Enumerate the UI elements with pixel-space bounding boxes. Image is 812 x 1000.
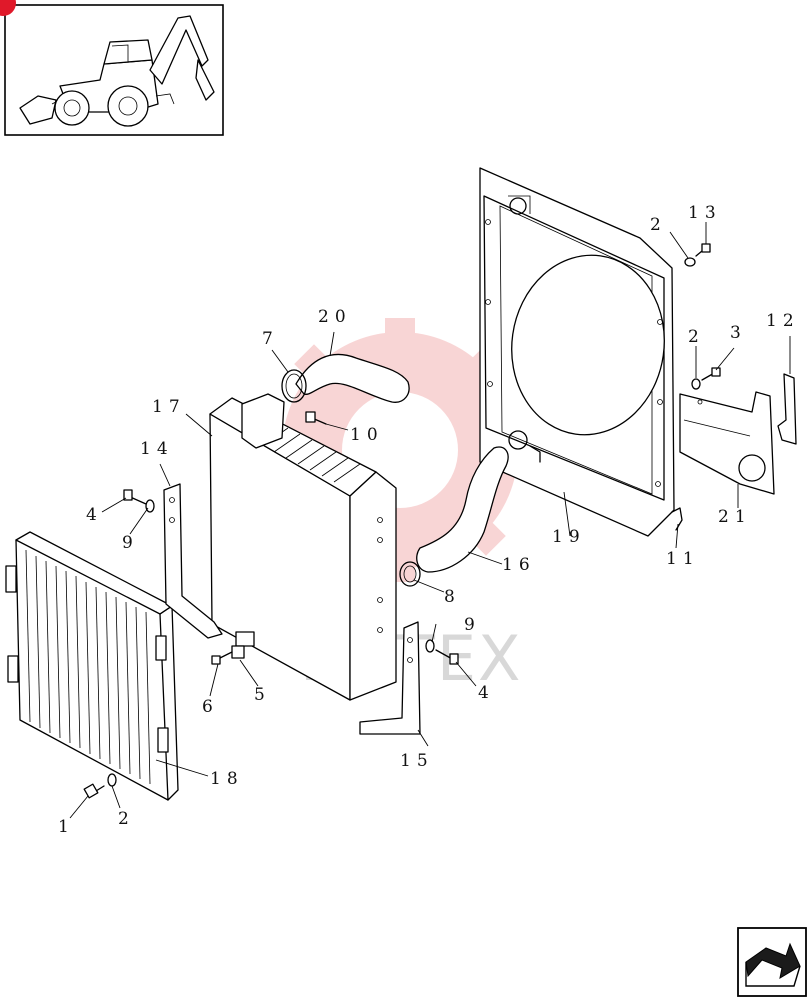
callout-6: 6 — [202, 697, 219, 717]
next-page-button[interactable] — [737, 927, 807, 997]
mounting-bracket-part-15[interactable] — [359, 621, 421, 735]
bolt-part-4-right[interactable] — [435, 649, 459, 665]
machine-thumbnail[interactable] — [0, 0, 224, 136]
bolt-part-13[interactable] — [695, 243, 711, 257]
washer-part-9-right[interactable] — [425, 639, 435, 653]
callout-4-left: 4 — [86, 505, 103, 525]
drain-valve-part-6[interactable] — [211, 651, 233, 665]
callout-15: 15 — [400, 751, 434, 771]
bracket-part-21[interactable] — [679, 391, 775, 495]
callout-2-lower: 2 — [118, 809, 135, 829]
bolt-part-1[interactable] — [83, 783, 105, 799]
callout-1: 1 — [58, 817, 75, 837]
drain-plug-part-5[interactable] — [231, 645, 245, 659]
callout-17: 17 — [152, 397, 186, 417]
callout-labels: 1 2 2 2 3 4 4 5 6 7 8 9 9 10 11 12 13 14… — [58, 203, 800, 837]
callout-5: 5 — [254, 685, 271, 705]
callout-7: 7 — [262, 329, 279, 349]
radiator-part-17[interactable] — [209, 393, 397, 701]
callout-3: 3 — [730, 323, 747, 343]
callout-4-right: 4 — [478, 683, 495, 703]
callout-13: 13 — [688, 203, 722, 223]
fan-shroud-part-19[interactable] — [479, 167, 676, 537]
upper-hose-part-20[interactable] — [295, 353, 410, 403]
callout-14: 14 — [140, 439, 174, 459]
next-page-arrow-icon — [745, 942, 801, 987]
callout-16: 16 — [502, 555, 536, 575]
callout-19: 19 — [552, 527, 586, 547]
callout-9-right: 9 — [464, 615, 481, 635]
bolt-part-10[interactable] — [305, 411, 327, 425]
callout-18: 18 — [210, 769, 244, 789]
callout-21: 21 — [718, 507, 752, 527]
mounting-bracket-part-14[interactable] — [163, 483, 223, 639]
callout-8: 8 — [444, 587, 461, 607]
callout-10: 10 — [350, 425, 384, 445]
callout-12: 12 — [766, 311, 800, 331]
callout-2-mid: 2 — [688, 327, 705, 347]
backhoe-loader-icon — [19, 15, 215, 127]
bracket-part-12[interactable] — [777, 373, 797, 445]
bolt-part-4-left[interactable] — [123, 489, 147, 505]
callout-2-top: 2 — [650, 215, 667, 235]
bracket-part-11[interactable] — [671, 507, 683, 531]
hose-clamp-part-7[interactable] — [281, 369, 307, 403]
callout-20: 20 — [318, 307, 352, 327]
callout-9-left: 9 — [122, 533, 139, 553]
thumbnail-badge — [0, 0, 16, 16]
washer-part-9-left[interactable] — [145, 499, 155, 513]
washer-part-2-mid[interactable] — [691, 378, 701, 390]
bolt-part-3[interactable] — [701, 367, 721, 381]
washer-part-2-top[interactable] — [684, 257, 696, 267]
lower-hose-part-16[interactable] — [416, 446, 509, 573]
oil-cooler-part-18[interactable] — [5, 531, 179, 801]
callout-11: 11 — [666, 549, 700, 569]
leader-lines — [69, 222, 791, 819]
washer-part-2-lower[interactable] — [107, 773, 117, 787]
hose-clamp-part-8[interactable] — [399, 561, 421, 587]
